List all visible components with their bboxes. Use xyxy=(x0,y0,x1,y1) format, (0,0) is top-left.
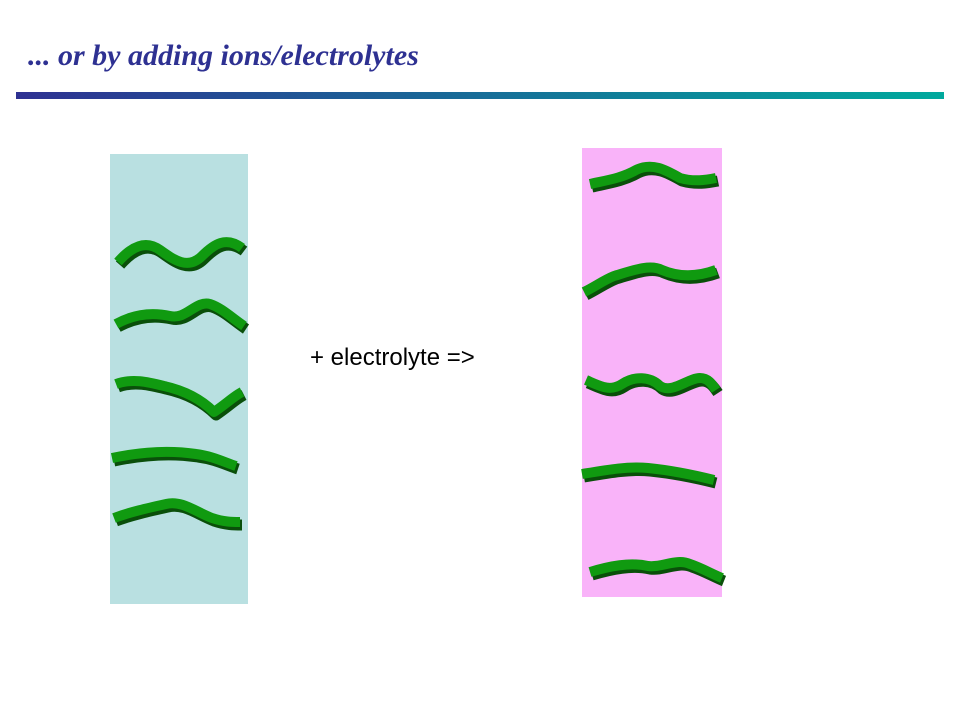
after-strand-2 xyxy=(581,262,720,300)
after-solution-panel xyxy=(582,148,722,597)
reaction-label: + electrolyte => xyxy=(310,344,475,371)
after-strand-5 xyxy=(588,557,727,587)
before-strand-4 xyxy=(110,446,240,475)
after-strand-3 xyxy=(584,373,723,397)
title-underline xyxy=(16,92,944,99)
before-strand-5 xyxy=(112,498,243,531)
before-polymer-strands xyxy=(110,237,250,531)
slide-title: ... or by adding ions/electrolytes xyxy=(28,39,419,72)
before-strand-3 xyxy=(114,375,247,421)
before-strand-2 xyxy=(113,298,250,334)
after-strand-4 xyxy=(581,462,718,489)
before-strand-1 xyxy=(114,237,248,272)
after-strand-1 xyxy=(588,161,720,193)
after-polymer-strands xyxy=(581,161,727,587)
